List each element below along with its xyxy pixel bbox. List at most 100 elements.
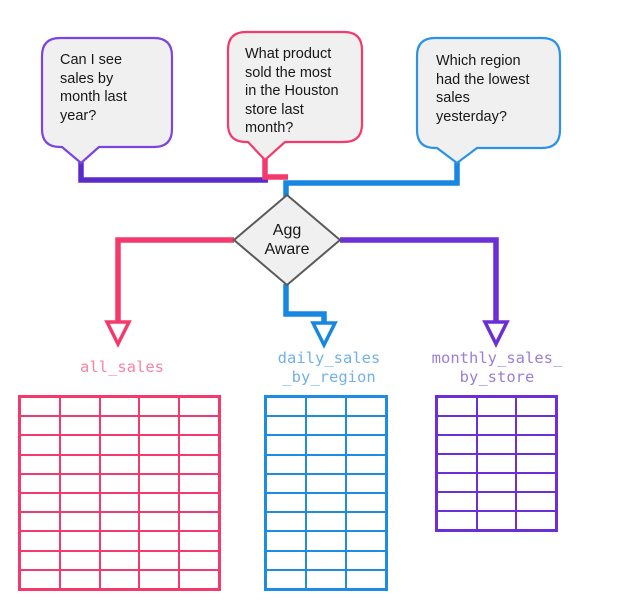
table-cell [60, 474, 99, 492]
table-cell [267, 513, 305, 531]
table-cell [438, 398, 476, 415]
table-cell [21, 513, 59, 531]
table-cell [517, 512, 555, 529]
table-cell [267, 570, 305, 588]
table-label-daily-sales: daily_sales _by_region [254, 349, 404, 386]
arrowhead-down-daily-sales-icon [310, 321, 338, 349]
table-cell [100, 551, 139, 569]
table-cell [477, 455, 516, 472]
table-cell [307, 436, 345, 454]
table-cell [140, 455, 179, 473]
decision-label: Agg Aware [237, 221, 337, 259]
table-cell [347, 474, 385, 492]
question-sales-by-month: Can I see sales by month last year? [60, 51, 127, 125]
table-cell [100, 417, 139, 435]
table-label-all-sales: all_sales [42, 358, 202, 377]
table-cell [347, 417, 385, 435]
table-cell [180, 513, 218, 531]
table-cell [21, 455, 59, 473]
question-region-lowest: Which region had the lowest sales yester… [436, 52, 530, 126]
arrowhead-down-all-sales-icon [104, 320, 132, 348]
table-cell [477, 474, 516, 491]
table-cell [100, 532, 139, 550]
table-cell [21, 494, 59, 512]
table-cell [140, 494, 179, 512]
table-cell [140, 532, 179, 550]
table-cell [180, 570, 218, 588]
table-cell [140, 436, 179, 454]
table-cell [307, 532, 345, 550]
connector-to-all-sales [115, 237, 234, 321]
table-cell [140, 398, 179, 416]
table-cell [307, 455, 345, 473]
decision-diamond [232, 193, 342, 287]
question-line: What product [245, 46, 332, 62]
table-cell [267, 436, 305, 454]
table-cell [180, 455, 218, 473]
table-cell [438, 512, 476, 529]
table-cell [307, 551, 345, 569]
table-cell [347, 513, 385, 531]
table-cell [100, 455, 139, 473]
table-cell [140, 417, 179, 435]
table-cell [60, 532, 99, 550]
table-cell [347, 532, 385, 550]
table-cell [60, 417, 99, 435]
table-label-line: daily_sales [277, 349, 381, 367]
speech-bubble-region [415, 36, 562, 165]
table-cell [477, 417, 516, 434]
table-cell [267, 455, 305, 473]
table-cell [100, 494, 139, 512]
table-cell [140, 513, 179, 531]
table-cell [307, 570, 345, 588]
table-cell [517, 455, 555, 472]
connector-bubble-region [283, 156, 460, 197]
table-cell [21, 436, 59, 454]
table-cell [347, 570, 385, 588]
question-line: year? [60, 107, 97, 124]
speech-bubble-houston [226, 30, 364, 162]
table-label-line: monthly_sales_ [431, 349, 563, 367]
connector-bubble-houston [262, 154, 288, 180]
table-cell [307, 513, 345, 531]
table-cell [438, 455, 476, 472]
table-cell [517, 493, 555, 510]
table-cell [477, 436, 516, 453]
table-label-line: by_store [459, 367, 535, 386]
table-cell [180, 494, 218, 512]
table-cell [140, 570, 179, 588]
table-cell [21, 417, 59, 435]
question-line: sold the most [245, 64, 332, 81]
table-cell [267, 551, 305, 569]
table-cell [438, 417, 476, 434]
table-cell [180, 474, 218, 492]
table-cell [267, 532, 305, 550]
table-cell [307, 494, 345, 512]
question-line: had the lowest [436, 71, 530, 88]
table-monthly-sales-by-store [435, 395, 558, 532]
table-cell [517, 417, 555, 434]
table-cell [100, 436, 139, 454]
question-line: Can I see [60, 52, 123, 68]
question-line: store last [245, 101, 304, 118]
table-cell [347, 455, 385, 473]
table-cell [347, 398, 385, 416]
table-cell [100, 474, 139, 492]
connector-bubble-month [78, 156, 268, 183]
table-label-line: all_sales [80, 358, 164, 376]
table-cell [347, 436, 385, 454]
table-cell [21, 532, 59, 550]
question-line: yesterday? [436, 108, 507, 125]
table-cell [347, 551, 385, 569]
table-cell [477, 512, 516, 529]
table-cell [438, 493, 476, 510]
table-cell [517, 398, 555, 415]
table-cell [180, 551, 218, 569]
table-cell [180, 436, 218, 454]
table-cell [140, 551, 179, 569]
table-all-sales [18, 395, 221, 591]
table-label-line: _by_region [282, 367, 376, 386]
table-cell [140, 474, 179, 492]
